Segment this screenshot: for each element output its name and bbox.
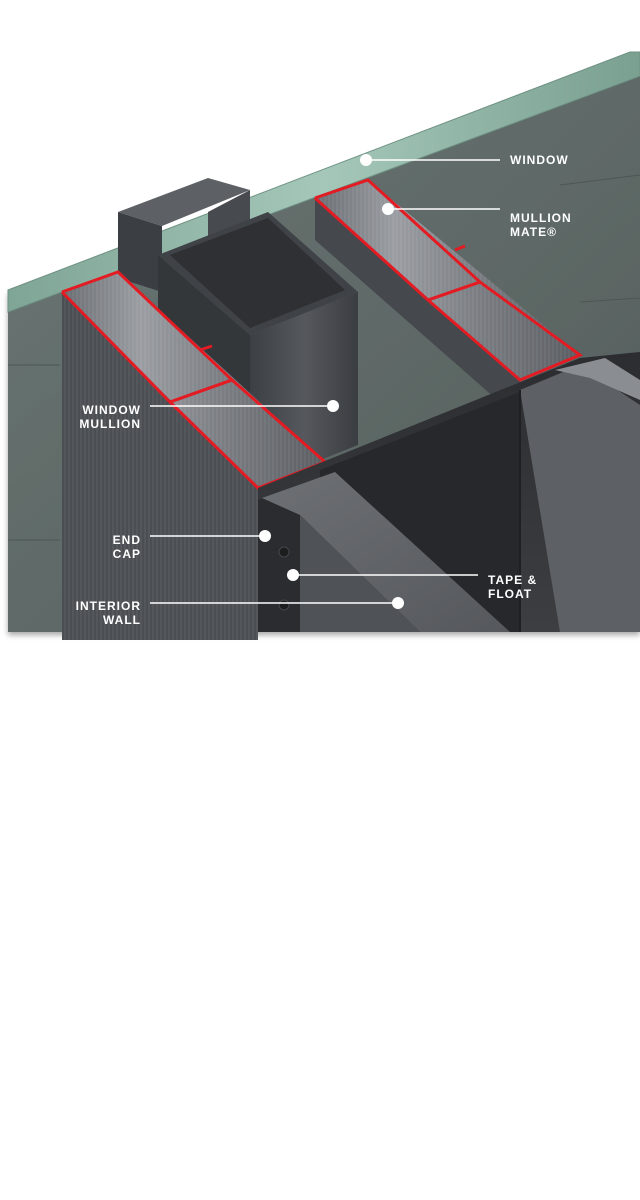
mullion-mate-label-line1: MULLION <box>510 211 572 225</box>
tape-float-label-line2: FLOAT <box>488 587 533 601</box>
mullion-cross-section-diagram <box>7 51 640 640</box>
window-label: WINDOW <box>510 153 569 167</box>
callout-leaders <box>150 159 500 604</box>
tape-float-label-line1: TAPE & <box>488 573 538 587</box>
interior-wall-label-line2: WALL <box>103 613 141 627</box>
mullion-mate-right <box>313 178 584 420</box>
callout-dots <box>259 154 404 609</box>
tape-float-callout-dot <box>287 569 299 581</box>
end-cap-callout-dot <box>259 530 271 542</box>
mullion-mate-label-line2: MATE® <box>510 225 557 239</box>
interior-section <box>258 352 640 632</box>
window-mullion-label-line2: MULLION <box>79 417 141 431</box>
window-mullion-callout-dot <box>327 400 339 412</box>
interior-wall-panel <box>520 365 640 632</box>
mullion-mate-callout-dot <box>382 203 394 215</box>
window-callout-dot <box>360 154 372 166</box>
tape-float-trim <box>262 472 510 632</box>
end-cap-label: END CAP <box>113 533 141 561</box>
window-label-line1: WINDOW <box>510 153 569 167</box>
interior-wall-label-line1: INTERIOR <box>75 599 141 613</box>
mullion-mate-label: MULLION MATE® <box>510 211 572 239</box>
end-cap-label-line2: CAP <box>112 547 141 561</box>
siding-seams <box>8 174 640 541</box>
mullion-mate-left <box>60 270 328 640</box>
interior-wall-callout-dot <box>392 597 404 609</box>
interior-wall-label: INTERIOR WALL <box>76 599 141 627</box>
window-mullion-label-line1: WINDOW <box>82 403 141 417</box>
tape-float-label: TAPE & FLOAT <box>488 573 537 601</box>
end-cap-label-line1: END <box>112 533 141 547</box>
window-glass <box>7 51 640 313</box>
window-mullion-label: WINDOW MULLION <box>79 403 141 431</box>
